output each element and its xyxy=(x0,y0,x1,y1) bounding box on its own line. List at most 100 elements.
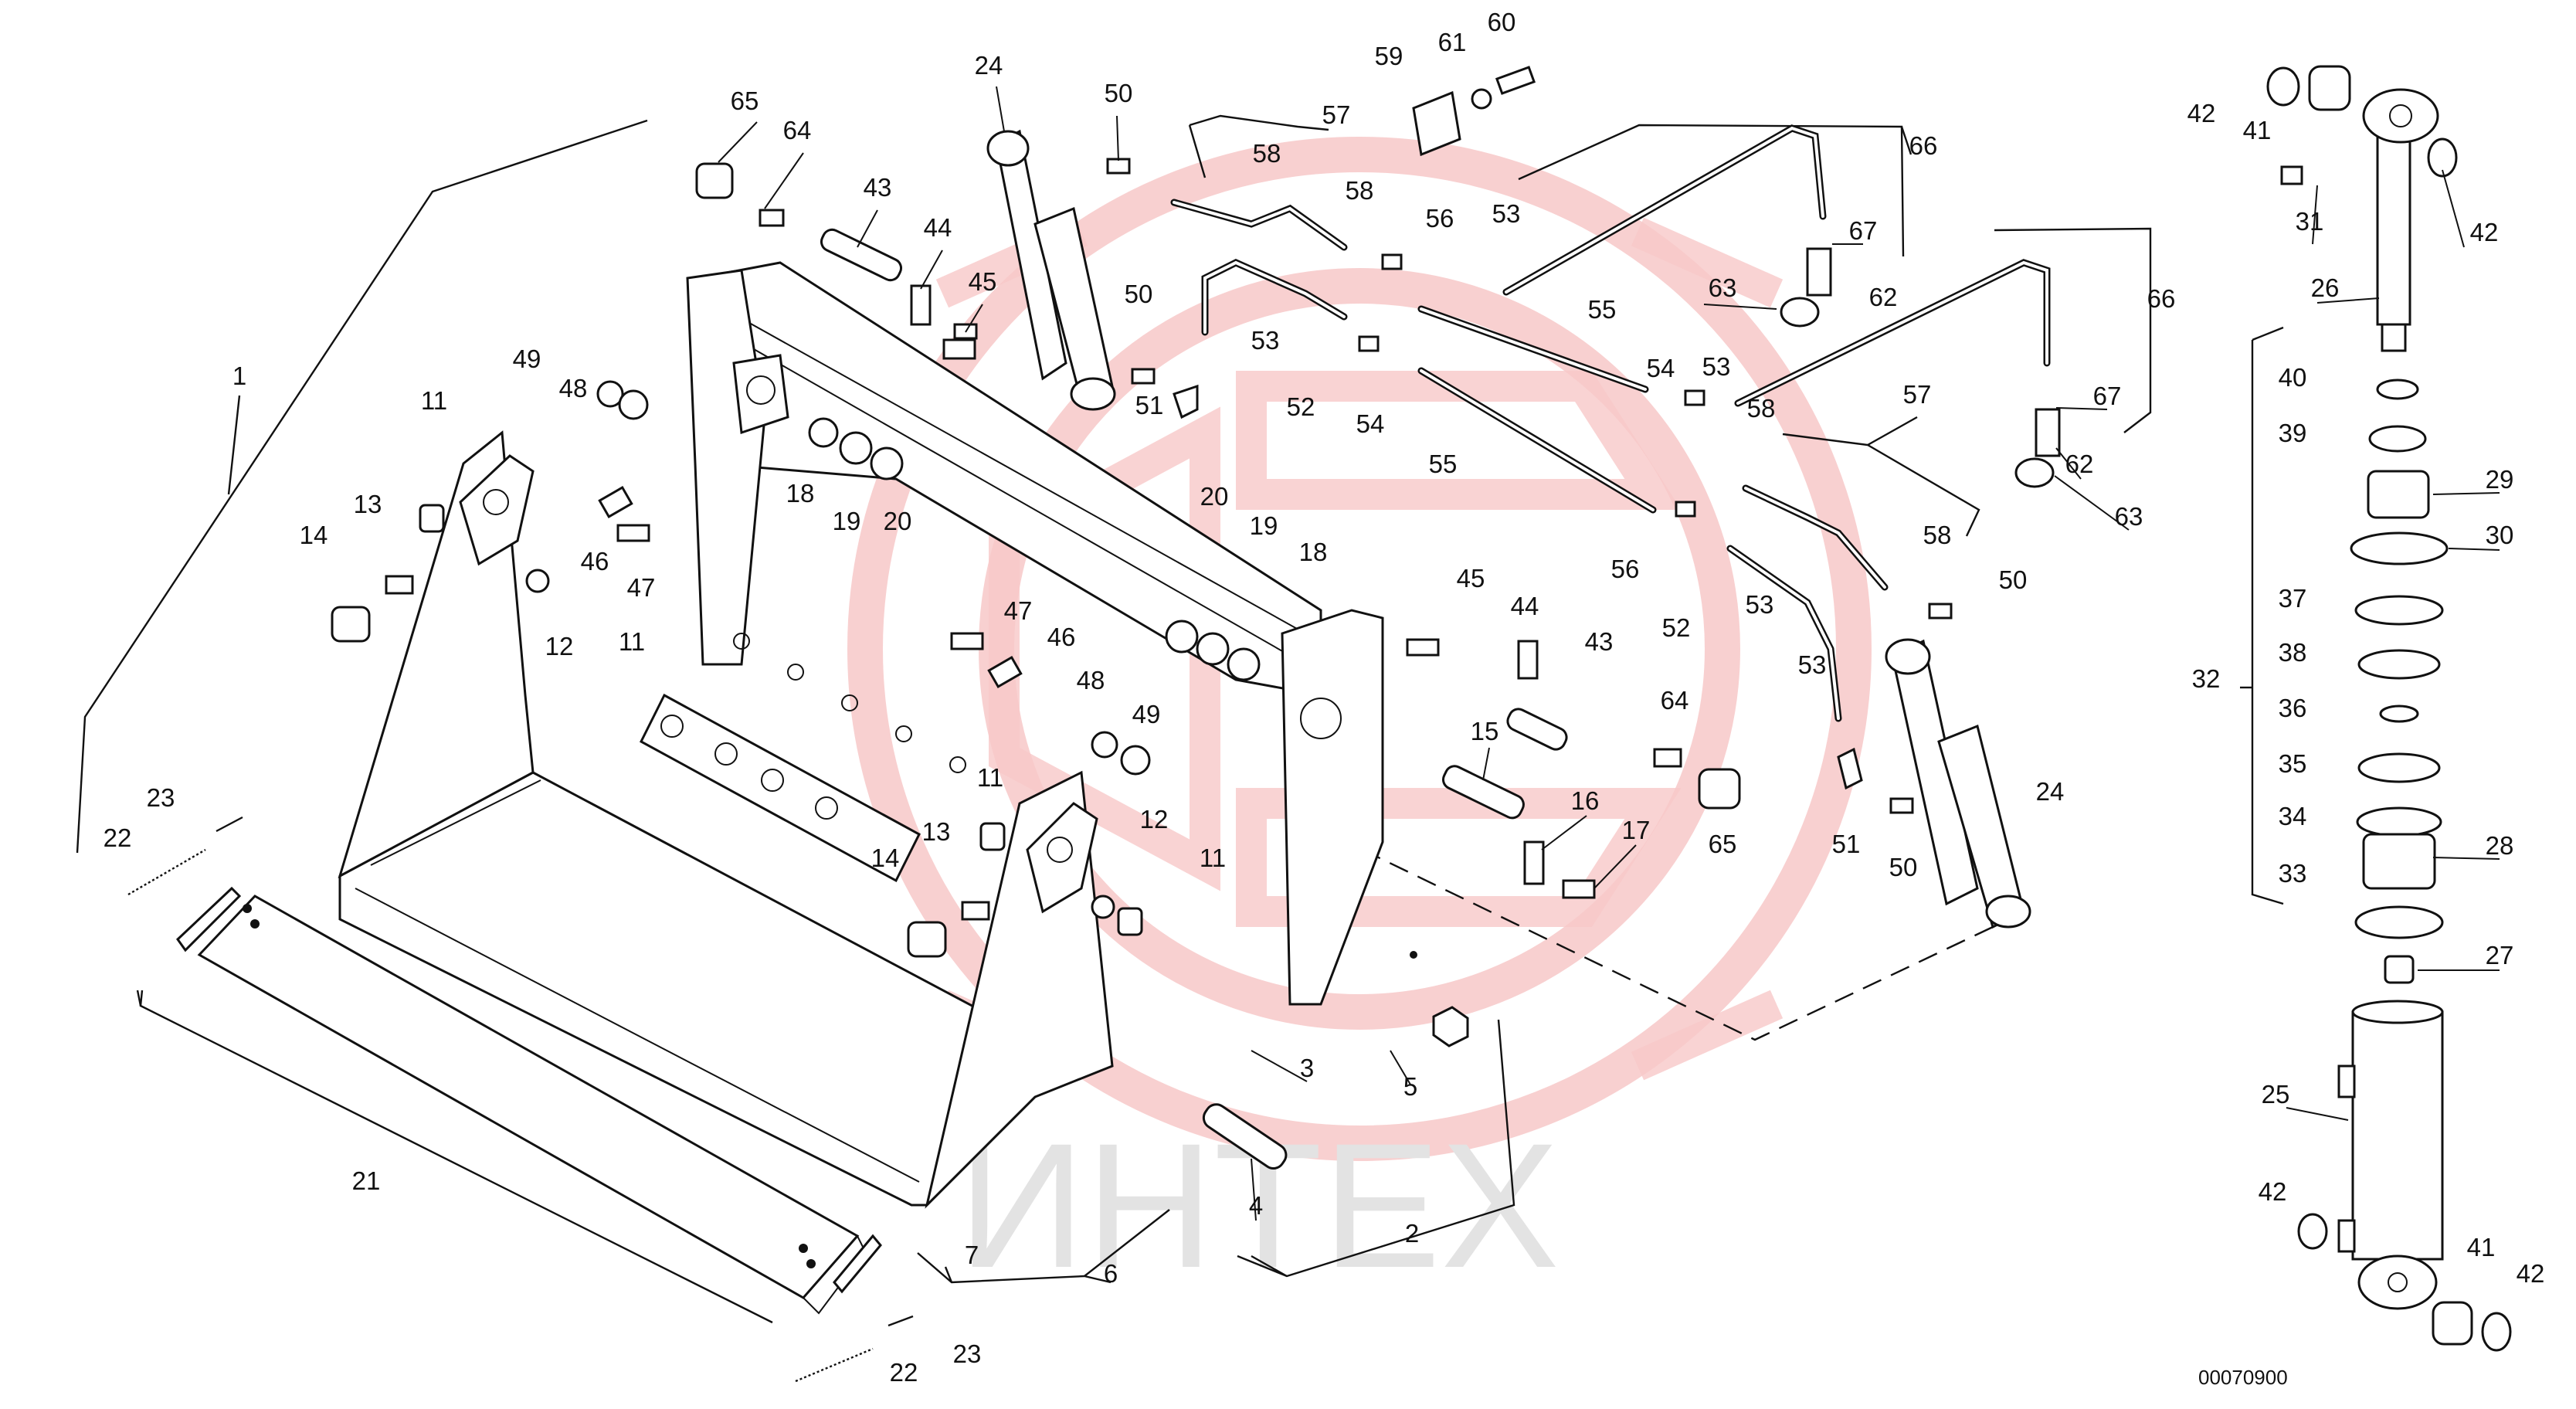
callout-19: 19 xyxy=(1250,511,1278,540)
callout-13: 13 xyxy=(354,490,382,518)
callout-48: 48 xyxy=(1077,666,1105,694)
callout-56: 56 xyxy=(1426,204,1454,233)
callout-41: 41 xyxy=(2467,1233,2496,1261)
callout-22: 22 xyxy=(104,823,132,852)
callout-58: 58 xyxy=(1747,394,1776,423)
callout-58: 58 xyxy=(1923,521,1952,549)
callout-21: 21 xyxy=(352,1166,381,1195)
callout-26: 26 xyxy=(2311,273,2340,302)
callout-11: 11 xyxy=(1200,844,1226,872)
hydraulic-cylinder-lower xyxy=(1885,638,2031,929)
callout-59: 59 xyxy=(1375,42,1403,70)
callout-43: 43 xyxy=(864,173,892,202)
callout-41: 41 xyxy=(2243,116,2272,144)
callout-67: 67 xyxy=(2093,382,2122,410)
bucket xyxy=(338,261,1322,1209)
callout-49: 49 xyxy=(1132,700,1161,728)
callout-64: 64 xyxy=(1661,686,1689,715)
callout-36: 36 xyxy=(2279,694,2307,722)
callout-13: 13 xyxy=(922,817,951,846)
callout-53: 53 xyxy=(1251,326,1280,355)
callout-40: 40 xyxy=(2279,363,2307,392)
callout-12: 12 xyxy=(545,632,574,660)
callout-54: 54 xyxy=(1647,354,1675,382)
callout-53: 53 xyxy=(1492,199,1521,228)
callout-11: 11 xyxy=(421,386,447,415)
callout-55: 55 xyxy=(1588,295,1617,324)
callout-65: 65 xyxy=(731,87,759,115)
callout-51: 51 xyxy=(1832,830,1861,858)
callout-28: 28 xyxy=(2486,831,2514,860)
callout-46: 46 xyxy=(1047,623,1076,651)
callout-24: 24 xyxy=(975,51,1003,80)
callout-43: 43 xyxy=(1585,627,1614,656)
callout-22: 22 xyxy=(890,1358,918,1387)
callout-34: 34 xyxy=(2279,802,2307,830)
callout-23: 23 xyxy=(953,1339,982,1368)
callout-65: 65 xyxy=(1709,830,1737,858)
callout-16: 16 xyxy=(1571,786,1600,815)
callout-29: 29 xyxy=(2486,465,2514,494)
small-parts xyxy=(127,66,2061,1383)
callout-33: 33 xyxy=(2279,859,2307,888)
callout-14: 14 xyxy=(871,844,900,872)
document-id: 00070900 xyxy=(2198,1366,2288,1389)
callout-42: 42 xyxy=(2517,1259,2545,1288)
callout-58: 58 xyxy=(1346,176,1374,205)
callout-11: 11 xyxy=(977,763,1003,792)
callout-14: 14 xyxy=(300,521,328,549)
wear-plate xyxy=(176,886,882,1315)
callout-18: 18 xyxy=(786,479,815,508)
callout-50: 50 xyxy=(1105,79,1133,107)
callout-47: 47 xyxy=(627,573,656,602)
watermark-logo xyxy=(847,137,1872,1161)
callout-44: 44 xyxy=(1511,592,1539,620)
callout-50: 50 xyxy=(1889,853,1918,881)
group-brackets xyxy=(76,114,2284,1324)
callout-48: 48 xyxy=(559,374,588,402)
callout-42: 42 xyxy=(2259,1177,2287,1206)
callout-6: 6 xyxy=(1104,1259,1118,1288)
callout-18: 18 xyxy=(1299,538,1328,566)
callout-45: 45 xyxy=(969,267,997,296)
callout-30: 30 xyxy=(2486,521,2514,549)
callout-2: 2 xyxy=(1405,1219,1419,1248)
callout-60: 60 xyxy=(1488,8,1516,36)
callout-44: 44 xyxy=(924,213,952,242)
callout-12: 12 xyxy=(1140,805,1169,834)
callout-23: 23 xyxy=(147,783,175,812)
callout-49: 49 xyxy=(513,345,541,373)
callout-53: 53 xyxy=(1702,352,1731,381)
callout-45: 45 xyxy=(1457,564,1485,592)
callout-51: 51 xyxy=(1135,391,1164,419)
callout-4: 4 xyxy=(1249,1191,1263,1220)
callout-32: 32 xyxy=(2192,664,2221,693)
callout-35: 35 xyxy=(2279,749,2307,778)
callout-20: 20 xyxy=(884,507,912,535)
callout-42: 42 xyxy=(2187,99,2216,127)
callout-64: 64 xyxy=(783,116,812,144)
callout-50: 50 xyxy=(1125,280,1153,308)
callout-20: 20 xyxy=(1200,482,1229,511)
mount-plate xyxy=(1281,609,1417,1006)
callout-5: 5 xyxy=(1403,1072,1417,1101)
callout-25: 25 xyxy=(2262,1080,2290,1109)
callout-62: 62 xyxy=(1869,283,1898,311)
callout-42: 42 xyxy=(2470,218,2499,246)
callout-57: 57 xyxy=(1322,100,1351,129)
callout-56: 56 xyxy=(1611,555,1640,583)
callout-58: 58 xyxy=(1253,139,1281,168)
callout-53: 53 xyxy=(1746,590,1774,619)
callout-3: 3 xyxy=(1300,1054,1314,1082)
callout-63: 63 xyxy=(2115,502,2143,531)
callout-24: 24 xyxy=(2036,777,2065,806)
callout-11: 11 xyxy=(619,627,645,656)
callout-52: 52 xyxy=(1662,613,1691,642)
callout-7: 7 xyxy=(965,1241,979,1269)
leader-lines xyxy=(718,86,2500,1221)
callout-66: 66 xyxy=(2147,284,2176,313)
callout-50: 50 xyxy=(1999,565,2028,594)
callout-19: 19 xyxy=(833,507,861,535)
